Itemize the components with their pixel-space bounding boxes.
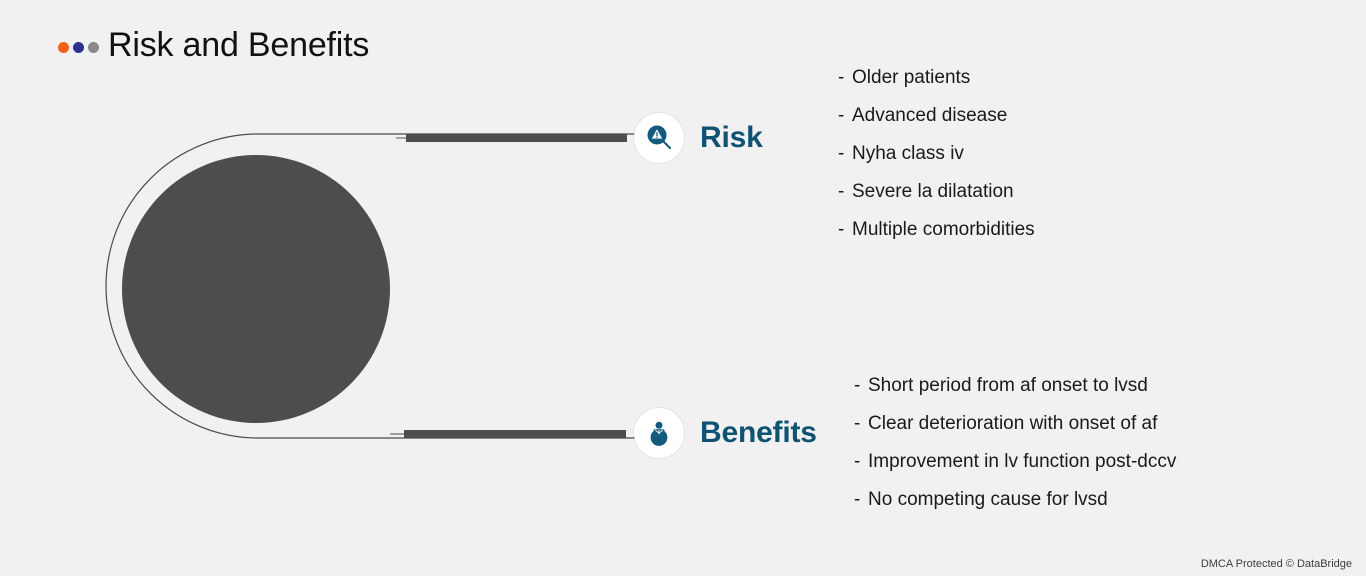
benefits-bullet-list: - Short period from af onset to lvsd - C… — [854, 376, 1176, 509]
bullet-dash: - — [838, 105, 845, 126]
risk-connector-bar — [406, 134, 627, 142]
bullet-text: Multiple comorbidities — [852, 219, 1035, 240]
list-item: - No competing cause for lvsd — [854, 490, 1176, 509]
risk-bullet-list: - Older patients - Advanced disease - Ny… — [838, 68, 1035, 239]
footer-watermark: DMCA Protected © DataBridge — [1200, 558, 1352, 570]
bullet-text: Nyha class iv — [852, 143, 964, 164]
person-icon — [650, 421, 668, 446]
bullet-dash: - — [854, 413, 861, 434]
slide-header: Risk and Benefits — [58, 28, 369, 62]
bullet-text: Short period from af onset to lvsd — [868, 375, 1148, 396]
list-item: - Advanced disease — [838, 106, 1035, 125]
bullet-dash: - — [838, 181, 845, 202]
bullet-dash: - — [838, 219, 845, 240]
list-item: - Severe la dilatation — [838, 182, 1035, 201]
bullet-dash: - — [854, 451, 861, 472]
list-item: - Multiple comorbidities — [838, 220, 1035, 239]
benefits-label: Benefits — [700, 416, 817, 449]
list-item: - Short period from af onset to lvsd — [854, 376, 1176, 395]
magnifier-warning-icon — [647, 125, 672, 150]
benefits-connector-bar — [404, 430, 626, 438]
list-item: - Nyha class iv — [838, 144, 1035, 163]
header-dots-group — [58, 41, 99, 53]
dot-gray-icon — [88, 41, 99, 53]
bullet-text: Improvement in lv function post-dccv — [868, 451, 1177, 472]
diagram-graphic — [105, 133, 660, 439]
bullet-dash: - — [854, 375, 861, 396]
node-risk[interactable]: Risk — [634, 113, 763, 163]
bullet-dash: - — [854, 489, 861, 510]
bullet-dash: - — [838, 67, 845, 88]
risk-icon-badge[interactable] — [634, 113, 684, 163]
page-title: Risk and Benefits — [108, 26, 370, 64]
bullet-text: No competing cause for lvsd — [868, 489, 1108, 510]
dot-blue-icon — [73, 41, 84, 53]
list-item: - Older patients — [838, 68, 1035, 87]
list-item: - Clear deterioration with onset of af — [854, 414, 1176, 433]
bullet-dash: - — [838, 143, 845, 164]
bullet-text: Advanced disease — [852, 105, 1008, 126]
main-circle-shape — [122, 155, 390, 423]
list-item: - Improvement in lv function post-dccv — [854, 452, 1176, 471]
hairpin-outline — [105, 133, 660, 439]
benefits-icon-badge[interactable] — [634, 408, 684, 458]
risk-label: Risk — [700, 121, 763, 154]
node-benefits[interactable]: Benefits — [634, 408, 817, 458]
bullet-text: Severe la dilatation — [852, 181, 1014, 202]
bullet-text: Clear deterioration with onset of af — [868, 413, 1158, 434]
dot-orange-icon — [58, 41, 69, 53]
bullet-text: Older patients — [852, 67, 971, 88]
